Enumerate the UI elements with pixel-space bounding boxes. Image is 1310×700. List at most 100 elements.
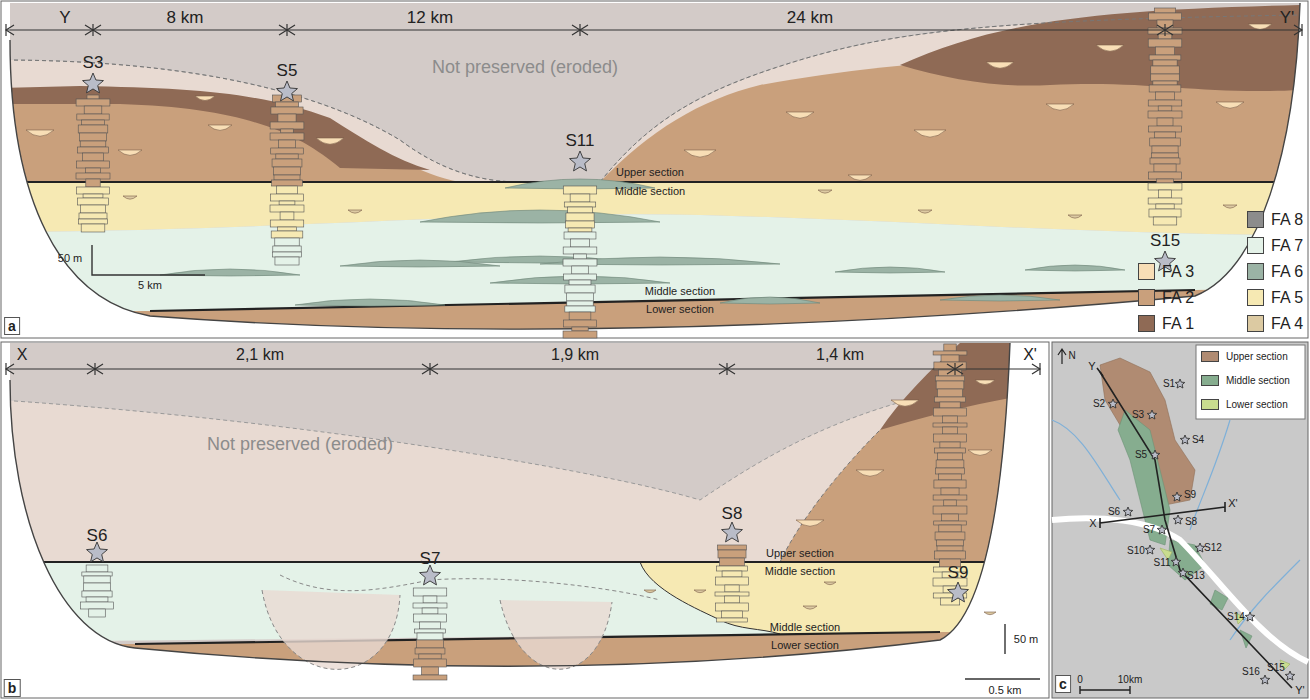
figure-label: 8 km xyxy=(167,9,204,26)
log-bed xyxy=(1153,217,1177,225)
site-star xyxy=(1147,410,1157,419)
legend-swatch xyxy=(1201,351,1219,362)
log-bed xyxy=(1152,153,1179,158)
legend-entry: FA 4 xyxy=(1247,315,1303,332)
log-bed xyxy=(83,153,104,161)
legend-text: FA 5 xyxy=(1271,290,1303,306)
legend-text: Lower section xyxy=(1226,400,1288,410)
channel-fill xyxy=(968,450,992,455)
figure-label: Middle section xyxy=(770,622,840,633)
log-bed xyxy=(940,402,960,408)
log-bed xyxy=(940,442,960,448)
log-bed xyxy=(933,434,966,442)
legend-entry: FA 1 xyxy=(1138,315,1194,332)
log-bed xyxy=(417,640,444,648)
section-a xyxy=(0,0,1310,340)
figure-label: Lower section xyxy=(646,304,714,315)
section-b xyxy=(0,342,1050,700)
facies-contact xyxy=(640,562,780,634)
figure-label: S9 xyxy=(1184,490,1196,500)
legend-text: Upper section xyxy=(1226,352,1288,362)
log-bed xyxy=(572,327,588,331)
log-bed xyxy=(933,408,966,416)
log-bed xyxy=(276,154,298,159)
log-bed xyxy=(272,180,303,186)
log-bed xyxy=(275,257,299,265)
log-bed xyxy=(563,259,597,266)
incised-channel xyxy=(500,600,612,669)
figure-label: Not preserved (eroded) xyxy=(432,58,618,76)
log-bed xyxy=(276,186,297,194)
map-frame xyxy=(1052,342,1308,698)
legend-entry: FA 3 xyxy=(1138,263,1194,280)
panel-letter: a xyxy=(4,317,20,335)
channel-fill xyxy=(644,590,656,593)
legend-text: Middle section xyxy=(1226,376,1290,386)
log-bed xyxy=(565,306,595,312)
site-star xyxy=(1260,675,1270,684)
legend-swatch xyxy=(1247,211,1264,228)
figure-label: S8 xyxy=(1185,517,1197,527)
log-bed xyxy=(1148,111,1182,118)
log-bed xyxy=(1153,60,1177,66)
log-bed xyxy=(1152,146,1178,153)
log-bed xyxy=(271,231,303,238)
site-star xyxy=(1150,450,1160,459)
log-bed xyxy=(722,571,742,577)
log-bed xyxy=(938,474,961,480)
legend-swatch xyxy=(1247,237,1264,254)
log-bed xyxy=(270,205,304,212)
log-bed xyxy=(81,602,114,609)
log-bed xyxy=(568,207,593,213)
figure-label: X xyxy=(1089,518,1096,529)
log-bed xyxy=(563,331,597,338)
figure-label: 50 m xyxy=(58,253,82,264)
legend-text: FA 6 xyxy=(1271,264,1303,280)
figure-label: S7 xyxy=(1143,525,1155,535)
log-bed xyxy=(933,495,967,500)
site-star xyxy=(277,81,298,101)
section-boundary xyxy=(0,561,1050,563)
log-bed xyxy=(937,453,962,460)
rock-body xyxy=(900,5,1300,91)
log-bed xyxy=(273,252,302,257)
figure-label: Upper section xyxy=(616,167,684,178)
legend-swatch xyxy=(1247,263,1264,280)
log-bed xyxy=(1155,47,1174,55)
log-bed xyxy=(724,596,739,603)
log-bed xyxy=(76,161,109,168)
legend-swatch xyxy=(1201,399,1219,410)
log-bed xyxy=(716,566,747,571)
log-bed xyxy=(1159,190,1172,198)
log-bed xyxy=(270,133,304,140)
log-bed xyxy=(943,416,958,423)
basin-outline xyxy=(10,3,1300,329)
contact-line xyxy=(780,430,880,562)
log-bed xyxy=(564,232,596,239)
site-star xyxy=(948,582,969,602)
lens-body xyxy=(835,267,945,273)
channel-fill xyxy=(1046,104,1074,110)
log-bed xyxy=(937,389,962,397)
log-bed xyxy=(570,194,590,202)
channel-fill xyxy=(786,112,814,118)
log-bed xyxy=(414,614,447,622)
log-bed xyxy=(566,221,595,228)
site-star xyxy=(1285,671,1295,680)
log-bed xyxy=(281,129,294,133)
lens-body xyxy=(1025,265,1125,271)
figure-label: S16 xyxy=(1242,667,1260,677)
log-bed xyxy=(279,201,295,205)
site-star xyxy=(1175,379,1185,388)
log-bed xyxy=(84,583,111,591)
valley xyxy=(1052,518,1308,662)
log-bed xyxy=(934,521,967,525)
log-bed xyxy=(85,168,100,173)
channel-fill xyxy=(1248,24,1272,29)
log-bed xyxy=(422,608,438,614)
log-bed xyxy=(1155,92,1174,100)
log-bed xyxy=(86,597,108,602)
log-bed xyxy=(78,147,109,153)
log-bed xyxy=(571,239,590,247)
site-star xyxy=(1123,507,1133,516)
